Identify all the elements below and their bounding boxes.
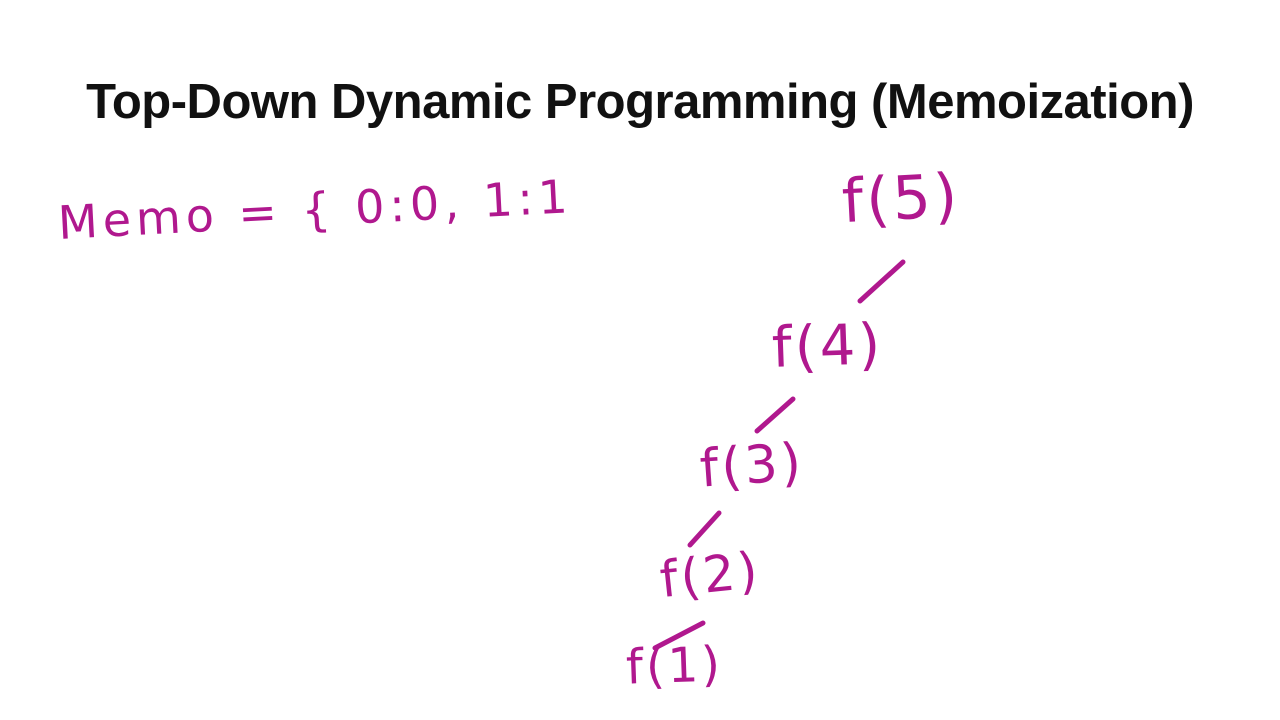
- tree-edge-f4-f3: [754, 396, 796, 434]
- tree-node-f2: f(2): [657, 540, 764, 610]
- tree-edge-f3-f2: [687, 510, 722, 548]
- tree-edge-f5-f4: [857, 259, 906, 304]
- page-title: Top-Down Dynamic Programming (Memoizatio…: [86, 75, 1194, 129]
- tree-node-f1: f(1): [625, 636, 724, 696]
- tree-node-f5: f(5): [840, 160, 962, 238]
- tree-node-f4: f(4): [770, 312, 885, 381]
- memo-annotation: Memo = { 0:0, 1:1: [56, 169, 574, 250]
- tree-node-f3: f(3): [698, 432, 806, 500]
